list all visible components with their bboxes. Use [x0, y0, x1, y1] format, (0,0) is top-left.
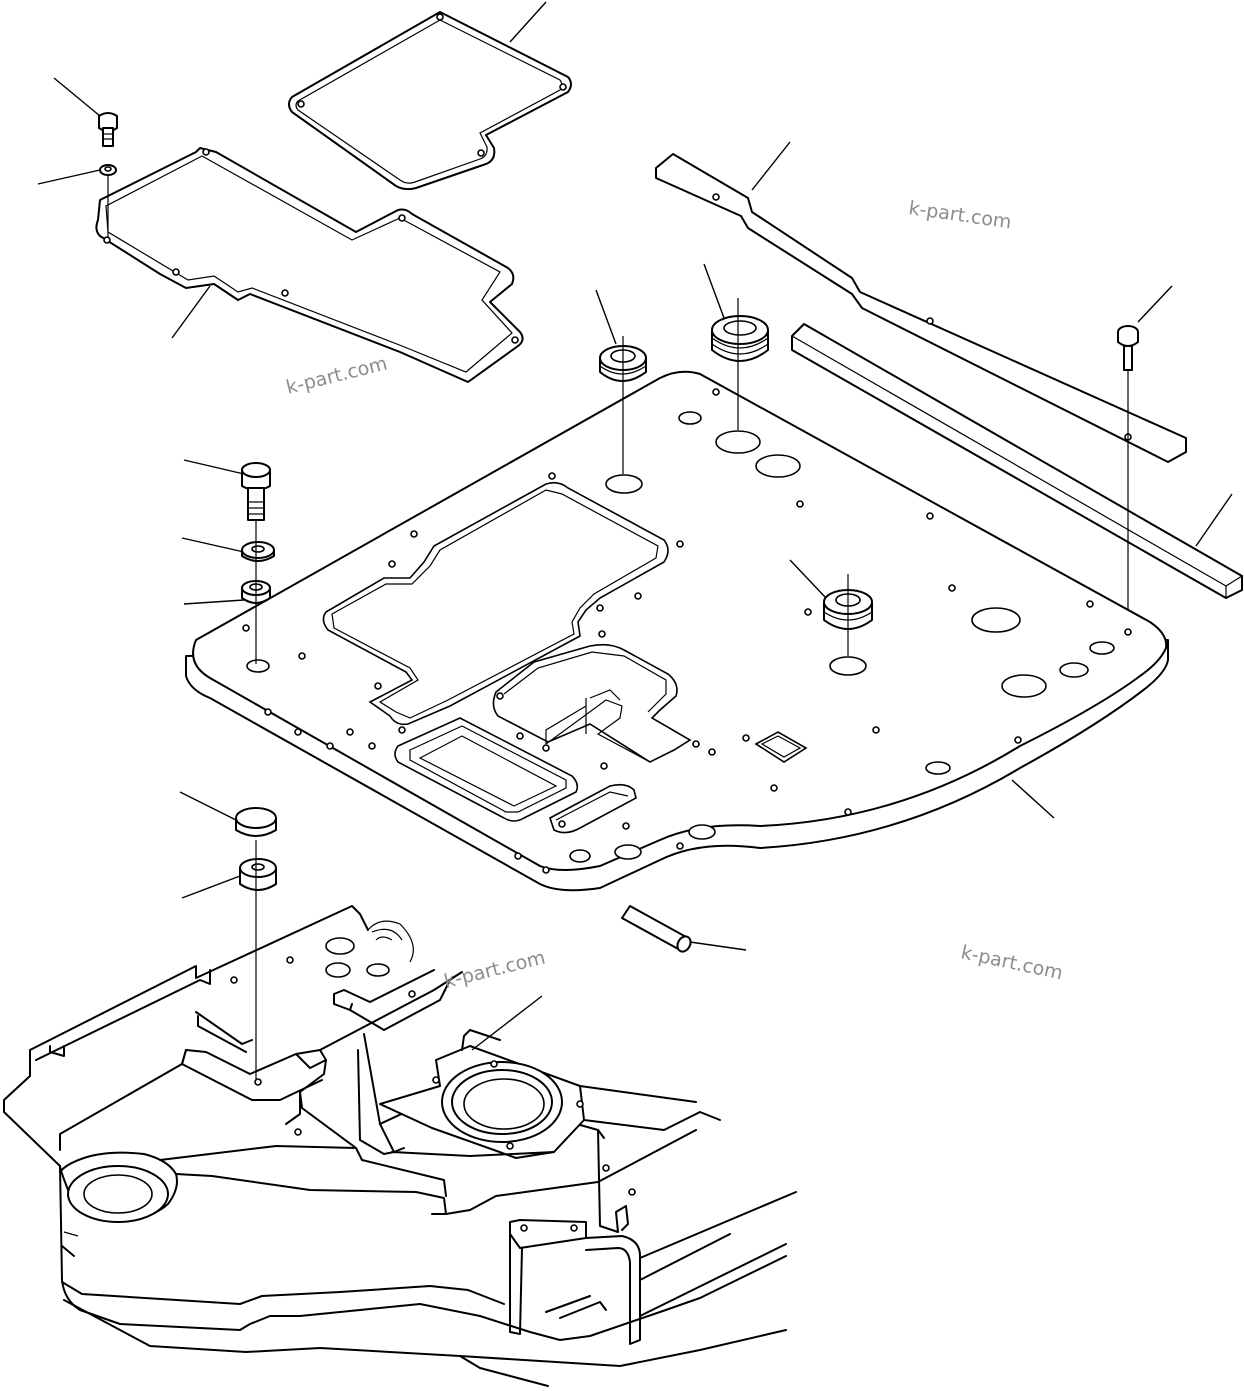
grommet-right	[789, 559, 873, 656]
mat-bolt	[37, 77, 118, 238]
pin	[621, 905, 747, 953]
revolving-frame	[3, 905, 797, 1387]
plate-bolt-holes	[242, 388, 1132, 874]
grommet-large	[703, 263, 769, 430]
plate-bolt-stack	[181, 459, 275, 664]
grommet-small	[595, 289, 647, 474]
watermark-text: k-part.com	[907, 197, 1013, 233]
top-cover-plate	[288, 1, 572, 191]
floor-mat	[95, 147, 524, 383]
watermark-text: k-part.com	[959, 941, 1065, 984]
watermark-text: k-part.com	[284, 352, 390, 398]
lower-spacers	[179, 791, 277, 1080]
floor-plate	[185, 370, 1169, 892]
watermark-text: k-part.com	[442, 946, 548, 992]
strip-bolt	[1117, 285, 1173, 630]
sponge-bar	[791, 323, 1243, 599]
